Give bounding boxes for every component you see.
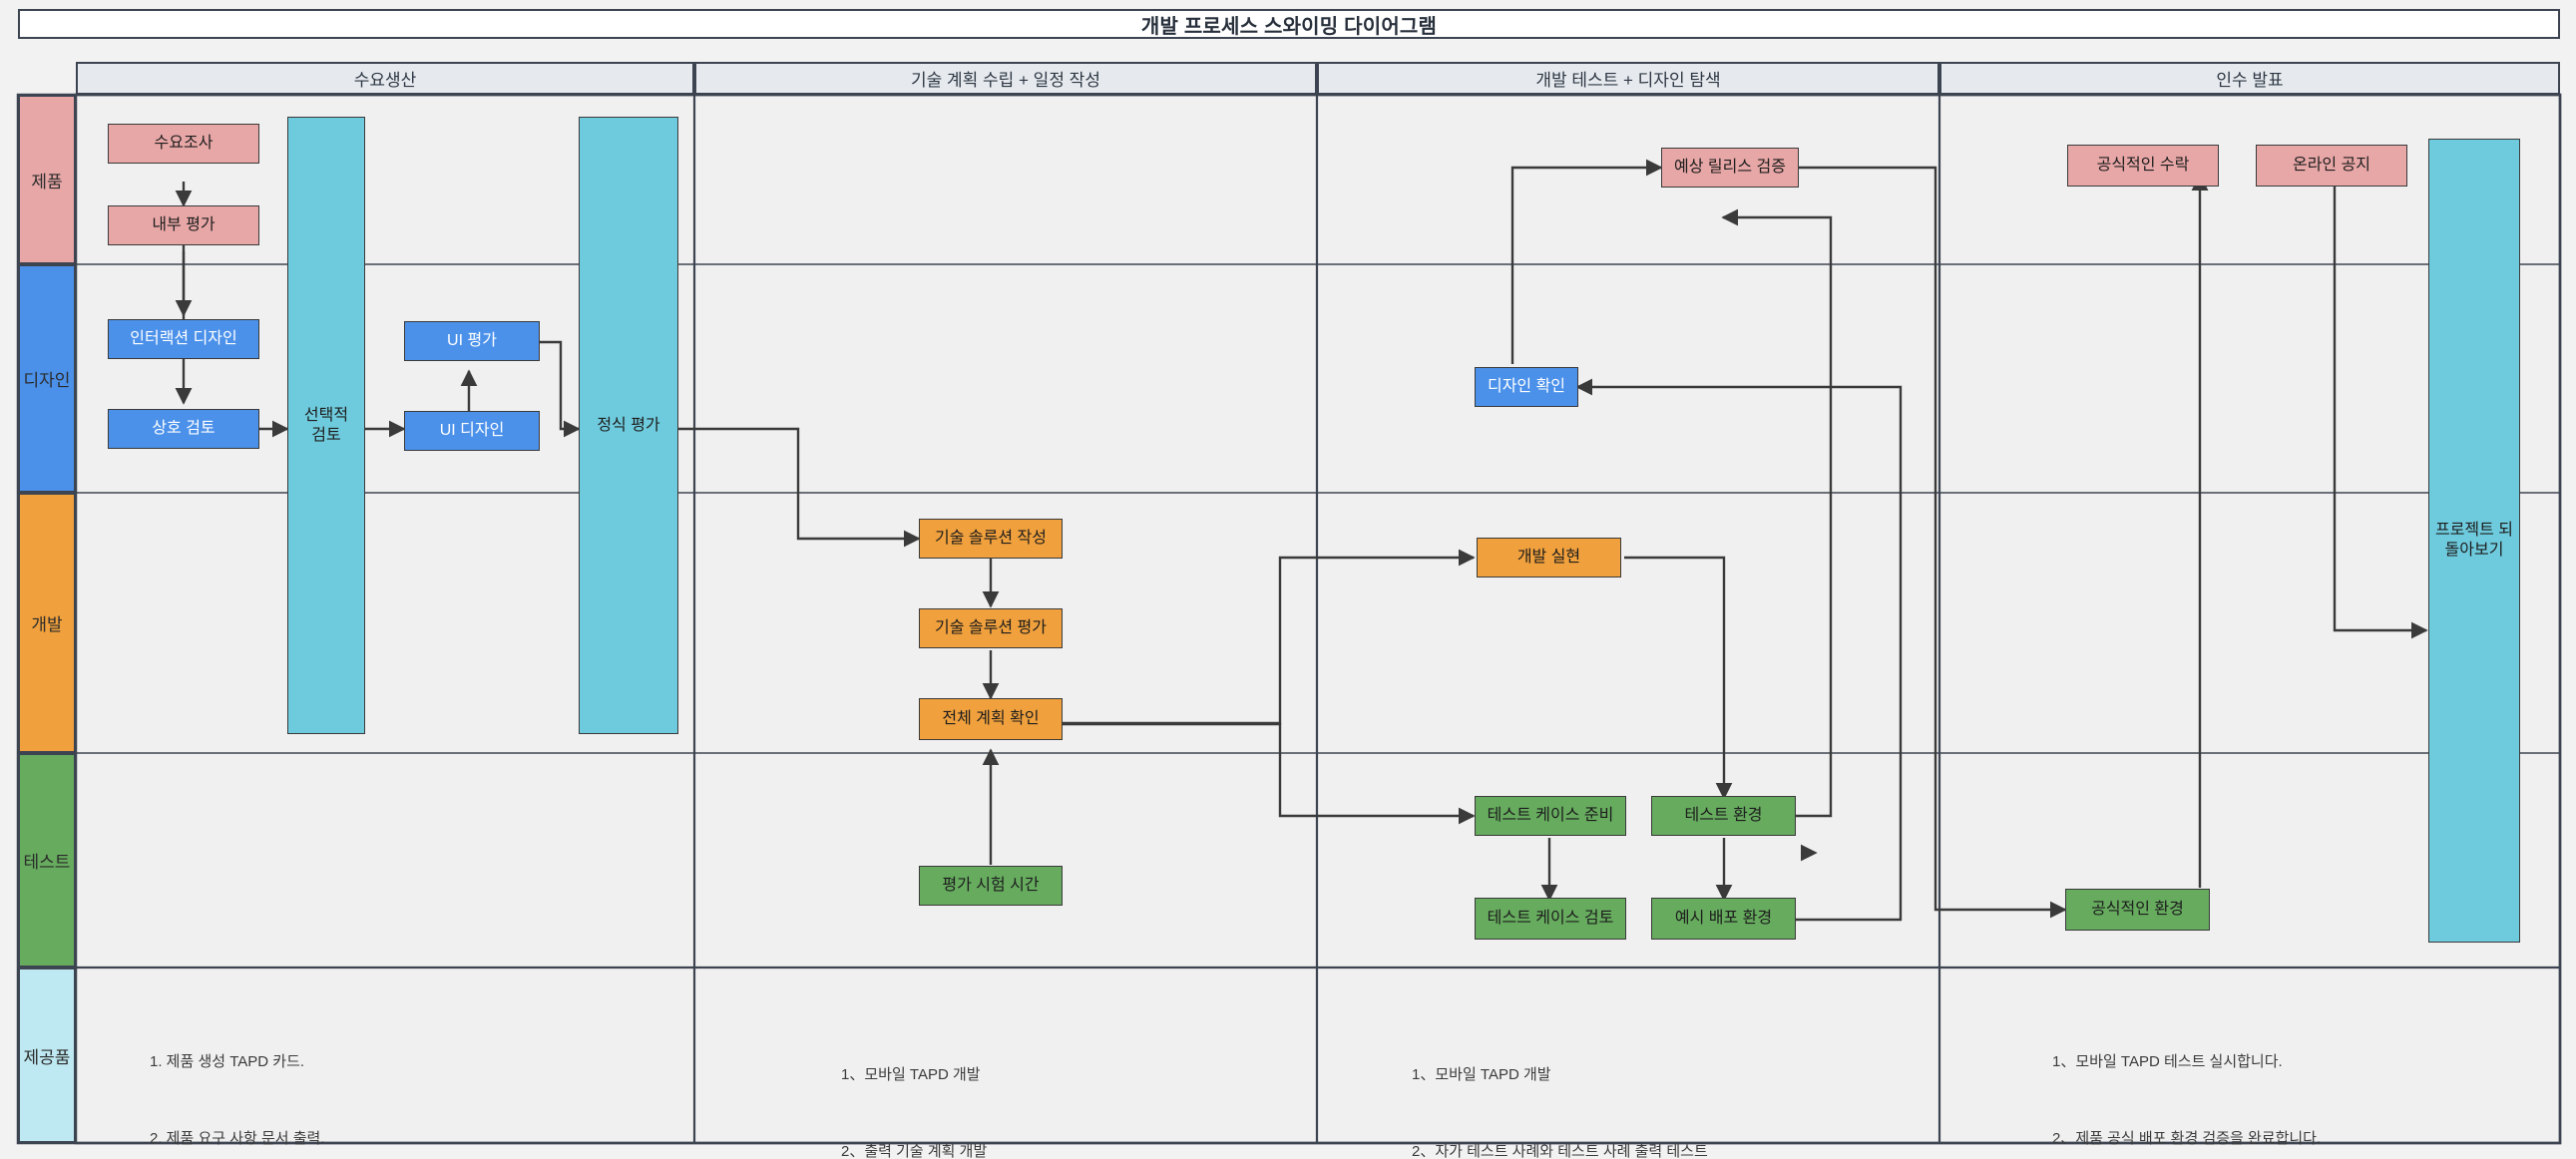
node-formal-env[interactable]: 공식적인 환경 xyxy=(2065,889,2210,931)
node-label: 기술 솔루션 작성 xyxy=(935,530,1047,547)
node-label: 테스트 환경 xyxy=(1684,807,1763,824)
node-label: 공식적인 환경 xyxy=(2091,901,2184,918)
deliverable-line: 2、자가 테스트 사례와 테스트 사례 출력 테스트 xyxy=(1412,1142,1708,1159)
edge-designconfirm-to-expectedrelease xyxy=(1510,159,1663,364)
node-design-confirm[interactable]: 디자인 확인 xyxy=(1475,367,1578,407)
node-tech-solution-write[interactable]: 기술 솔루션 작성 xyxy=(919,519,1063,559)
lane-label-text: 테스트 xyxy=(23,853,71,872)
edge-expectedrelease-to-formalenv xyxy=(1814,844,1832,862)
node-label: UI 평가 xyxy=(447,332,497,349)
node-demand-research[interactable]: 수요조사 xyxy=(108,124,259,164)
node-label: 인터랙션 디자인 xyxy=(130,330,237,347)
edge-overallplan-to-devimplement xyxy=(1063,549,1476,725)
node-label: 정식 평가 xyxy=(597,416,660,434)
column-header-label: 인수 발표 xyxy=(2216,71,2284,90)
deliverables-acceptance: 1、모바일 TAPD 테스트 실시합니다. 2、제품 공식 배포 환경 검증을 … xyxy=(2052,997,2571,1159)
node-label: 상호 검토 xyxy=(152,420,215,437)
node-label: 예시 배포 환경 xyxy=(1674,910,1773,927)
edge-sampledeploy-to-designconfirm xyxy=(1575,378,1903,922)
node-formal-eval[interactable]: 정식 평가 xyxy=(579,117,678,734)
node-ui-eval[interactable]: UI 평가 xyxy=(404,321,540,361)
lane-label-text: 제공품 xyxy=(23,1047,71,1067)
node-overall-plan[interactable]: 전체 계획 확인 xyxy=(919,698,1063,740)
node-label: 수요조사 xyxy=(154,135,214,152)
node-label: 프로젝트 되 돌아보기 xyxy=(2434,522,2514,559)
node-label: 테스트 케이스 검토 xyxy=(1487,910,1614,927)
deliverable-line: 1、모바일 TAPD 개발 xyxy=(841,1065,981,1083)
node-label: 개발 실현 xyxy=(1516,549,1581,566)
node-label: 선택적 검토 xyxy=(303,406,349,444)
edge-overallplan-to-testcaseprep xyxy=(1063,722,1476,825)
node-tech-solution-eval[interactable]: 기술 솔루션 평가 xyxy=(919,608,1063,648)
node-label: 기술 솔루션 평가 xyxy=(935,619,1047,636)
lane-label-text: 개발 xyxy=(31,615,63,634)
node-dev-implement[interactable]: 개발 실현 xyxy=(1477,538,1621,578)
node-label: 테스트 케이스 준비 xyxy=(1487,807,1614,824)
node-label: 온라인 공지 xyxy=(2292,157,2371,174)
node-test-env[interactable]: 테스트 환경 xyxy=(1651,796,1796,836)
node-label: 내부 평가 xyxy=(152,216,215,233)
node-ui-design[interactable]: UI 디자인 xyxy=(404,411,540,451)
node-project-review[interactable]: 프로젝트 되 돌아보기 xyxy=(2428,139,2520,943)
node-online-notice[interactable]: 온라인 공지 xyxy=(2256,145,2407,187)
node-expected-release[interactable]: 예상 릴리스 검증 xyxy=(1661,148,1799,188)
edge-onlinenotice-to-projectreview xyxy=(2333,182,2428,639)
node-label: 평가 시험 시간 xyxy=(942,877,1040,894)
column-header-acceptance: 인수 발표 xyxy=(1939,62,2560,95)
column-header-tech: 기술 계획 수립 + 일정 작성 xyxy=(694,62,1317,95)
node-internal-eval[interactable]: 내부 평가 xyxy=(108,205,259,245)
node-label: UI 디자인 xyxy=(439,422,505,439)
edge-devimplement-to-testenv xyxy=(1624,556,1733,800)
node-label: 전체 계획 확인 xyxy=(942,710,1040,727)
deliverable-line: 2、제품 공식 배포 환경 검증을 완료합니다. xyxy=(2052,1129,2322,1147)
deliverable-line: 1、모바일 TAPD 개발 xyxy=(1412,1065,1551,1083)
column-header-label: 수요생산 xyxy=(353,71,417,90)
deliverables-devtest: 1、모바일 TAPD 개발 2、자가 테스트 사례와 테스트 사례 출력 테스트… xyxy=(1412,1010,1970,1159)
edge-testenv-to-expectedrelease xyxy=(1721,208,1833,818)
column-header-label: 개발 테스트 + 디자인 탐색 xyxy=(1535,71,1721,90)
edge-expectedrelease-to-formalenv2 xyxy=(1796,166,2067,919)
node-label: 공식적인 수락 xyxy=(2096,157,2190,174)
node-label: 디자인 확인 xyxy=(1487,378,1566,395)
lane-label-text: 제품 xyxy=(31,172,63,192)
deliverable-line: 1、모바일 TAPD 테스트 실시합니다. xyxy=(2052,1052,2283,1070)
node-sample-deploy-env[interactable]: 예시 배포 환경 xyxy=(1651,898,1796,940)
diagram-title: 개발 프로세스 스와이밍 다이어그램 xyxy=(1140,15,1438,38)
deliverable-line: 2、출력 기술 계획 개발 xyxy=(841,1142,988,1159)
node-interaction-design[interactable]: 인터랙션 디자인 xyxy=(108,319,259,359)
lane-label-text: 디자인 xyxy=(23,371,71,390)
node-formal-accept[interactable]: 공식적인 수락 xyxy=(2067,145,2219,187)
deliverables-tech: 1、모바일 TAPD 개발 2、출력 기술 계획 개발 3、테스트 평가 시간 … xyxy=(841,1010,1310,1159)
node-eval-test-time[interactable]: 평가 시험 시간 xyxy=(919,866,1063,906)
node-testcase-prepare[interactable]: 테스트 케이스 준비 xyxy=(1475,796,1626,836)
diagram-title-bar: 개발 프로세스 스와이밍 다이어그램 xyxy=(18,9,2560,39)
deliverable-line: 2. 제품 요구 사항 문서 출력. xyxy=(150,1129,325,1147)
deliverable-line: 1. 제품 생성 TAPD 카드. xyxy=(150,1052,305,1070)
lane-label-design: 디자인 xyxy=(18,264,76,493)
node-testcase-review[interactable]: 테스트 케이스 검토 xyxy=(1475,898,1626,940)
edge-uieval-to-formaleval xyxy=(540,340,581,438)
node-label: 예상 릴리스 검증 xyxy=(1674,159,1786,176)
deliverables-demand: 1. 제품 생성 TAPD 카드. 2. 제품 요구 사항 문서 출력. 3. … xyxy=(150,997,668,1159)
node-mutual-review[interactable]: 상호 검토 xyxy=(108,409,259,449)
node-selective-review[interactable]: 선택적 검토 xyxy=(287,117,365,734)
edge-formaleval-to-techwrite xyxy=(678,427,921,548)
column-header-label: 기술 계획 수립 + 일정 작성 xyxy=(911,71,1100,90)
